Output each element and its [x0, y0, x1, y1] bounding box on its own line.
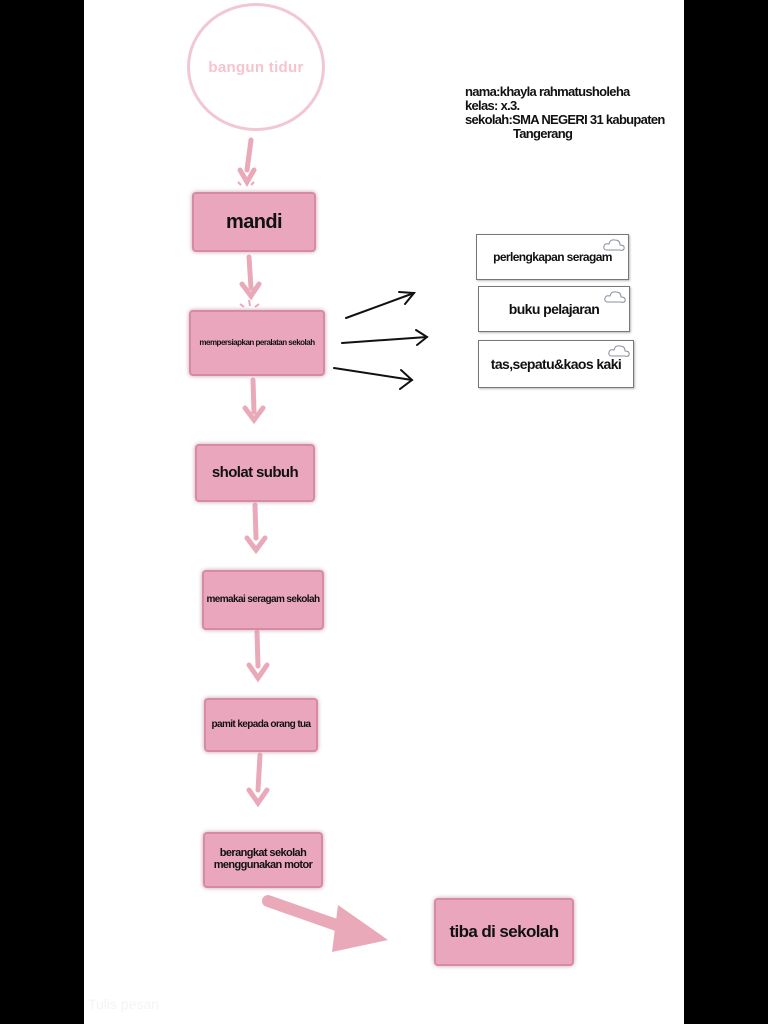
message-input-hint[interactable]: Tulis pesan — [88, 996, 160, 1012]
arrow-to-item3 — [333, 367, 413, 381]
step-siapkan: mempersiapkan peralatan sekolah — [191, 312, 323, 374]
step-siapkan-label: mempersiapkan peralatan sekolah — [199, 337, 315, 347]
step-pamit-label: pamit kepada orang tua — [211, 718, 311, 730]
left-black-margin — [0, 0, 84, 1024]
paper-background — [84, 0, 684, 1024]
arrow-to-item2 — [341, 336, 428, 344]
student-info: nama:khayla rahmatusholeha kelas: x.3. s… — [465, 85, 665, 141]
step-seragam-label: memakai seragam sekolah — [206, 593, 321, 605]
step-mandi-label: mandi — [226, 210, 283, 233]
arrow-mandi-to-siapkan — [246, 254, 254, 291]
step-tiba: tiba di sekolah — [436, 900, 572, 964]
arrow-sholat-to-seragam — [252, 502, 259, 541]
start-label: bangun tidur — [208, 58, 304, 76]
item2-label: buku pelajaran — [508, 301, 600, 317]
cloud-icon — [603, 239, 625, 251]
arrow-siapkan-to-sholat — [250, 377, 257, 415]
step-mandi: mandi — [194, 194, 314, 250]
info-sekolah: sekolah:SMA NEGERI 31 kabupaten — [465, 112, 665, 127]
arrow-berangkat-to-tiba — [262, 895, 351, 934]
info-kelas: kelas: x.3. — [465, 98, 520, 113]
step-sholat-label: sholat subuh — [211, 464, 299, 482]
step-berangkat: berangkat sekolah menggunakan motor — [205, 834, 321, 886]
arrow-to-item1 — [345, 292, 415, 319]
item1-label: perlengkapan seragam — [493, 250, 612, 264]
right-black-margin — [684, 0, 768, 1024]
arrow-start-to-mandi — [244, 137, 254, 173]
start-circle: bangun tidur — [187, 3, 325, 131]
cloud-icon — [604, 291, 626, 303]
info-kota: Tangerang — [513, 126, 573, 141]
item-perlengkapan-seragam: perlengkapan seragam — [476, 234, 629, 280]
arrow-pamit-to-berangkat — [255, 752, 263, 793]
cloud-icon — [608, 345, 630, 357]
step-pamit: pamit kepada orang tua — [206, 700, 316, 750]
step-seragam: memakai seragam sekolah — [204, 572, 322, 628]
arrow-seragam-to-pamit — [254, 629, 261, 669]
step-sholat: sholat subuh — [197, 446, 313, 500]
item-buku-pelajaran: buku pelajaran — [478, 286, 630, 332]
step-berangkat-line1: berangkat sekolah — [219, 847, 307, 860]
step-berangkat-line2: menggunakan motor — [213, 859, 313, 871]
item3-label: tas,sepatu&kaos kaki — [490, 356, 622, 372]
info-nama: nama:khayla rahmatusholeha — [465, 84, 630, 99]
step-tiba-label: tiba di sekolah — [449, 922, 559, 942]
item-tas-sepatu: tas,sepatu&kaos kaki — [478, 340, 634, 388]
